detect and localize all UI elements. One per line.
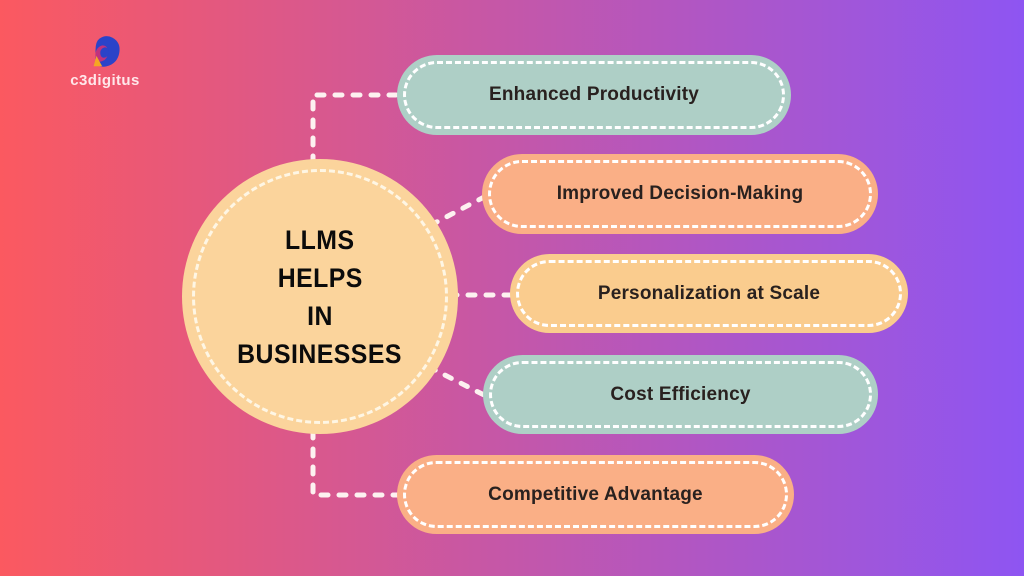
central-topic-line: BUSINESSES [237, 338, 403, 369]
benefit-card-cost-efficiency: Cost Efficiency [483, 355, 878, 434]
benefit-label: Enhanced Productivity [488, 84, 700, 105]
central-topic-line: IN [307, 300, 333, 331]
central-topic-line: LLMS [285, 224, 355, 255]
benefit-card-competitive-advantage: Competitive Advantage [397, 455, 794, 534]
central-topic-text: LLMS HELPS IN BUSINESSES [182, 159, 458, 434]
benefit-label: Personalization at Scale [597, 282, 821, 304]
benefit-card-personalization-at-scale: Personalization at Scale [510, 254, 908, 333]
benefit-label: Cost Efficiency [610, 383, 751, 405]
benefit-card-improved-decision-making: Improved Decision-Making [482, 154, 878, 234]
benefit-label: Improved Decision-Making [556, 183, 804, 204]
c3digitus-logo-icon [93, 36, 120, 67]
central-topic-circle: LLMS HELPS IN BUSINESSES [182, 159, 458, 434]
central-topic-line: HELPS [277, 262, 363, 293]
benefit-label: Competitive Advantage [488, 483, 703, 505]
connector-competitive-advantage [310, 428, 402, 498]
benefit-card-enhanced-productivity: Enhanced Productivity [397, 55, 791, 135]
brand-name: c3digitus [70, 72, 140, 89]
brand-logo: c3digitus [55, 34, 155, 89]
connector-enhanced-productivity [310, 92, 402, 166]
